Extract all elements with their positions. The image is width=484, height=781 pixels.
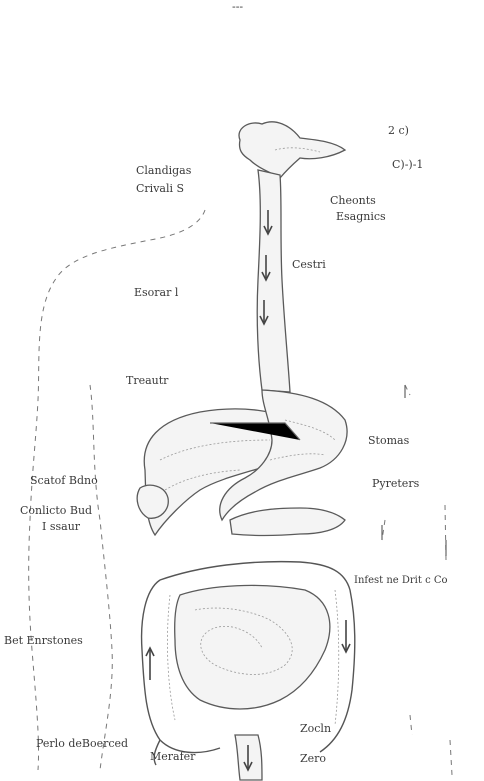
esophagus-label: Esorar l	[134, 286, 179, 299]
glands-label-1: Clandigas	[136, 164, 192, 177]
mouth-cavity	[239, 122, 345, 178]
anus-label: Zero	[300, 752, 326, 765]
appendix-label-2: Merafer	[150, 750, 196, 763]
mouth-label-a: 2 c)	[388, 124, 409, 137]
gallbladder-label: Scatof Bdno	[30, 474, 98, 487]
bile-duct-label-2: I ssaur	[42, 520, 81, 533]
gallbladder	[137, 485, 168, 518]
esophagus-mid-label: Cestri	[292, 258, 326, 271]
right-ticks	[382, 385, 446, 556]
rectum-label: Zocln	[300, 722, 331, 735]
body-outline-inner	[90, 385, 112, 770]
esophagus	[257, 170, 290, 392]
top-mark-label: ---	[232, 0, 243, 13]
esophagus-upper-label-1: Cheonts	[330, 194, 376, 207]
small-intestine	[175, 585, 330, 709]
bile-duct-label-1: Conlicto Bud	[20, 504, 92, 517]
liver-label: Treautr	[126, 374, 169, 387]
large-intestine-label: Bet Enrstones	[4, 634, 83, 647]
glands-label-2: Crivali S	[136, 182, 184, 195]
mouth-label-b: C)-)-1	[392, 158, 423, 171]
pancreas	[230, 508, 345, 536]
appendix-label-1: Perlo deBoerced	[36, 737, 128, 750]
spleen-label: Pyreters	[372, 477, 420, 490]
stomach-label: Stomas	[368, 434, 410, 447]
small-intestine-label: Infest ne Drit c Co	[354, 575, 448, 586]
esophagus-upper-label-2: Esagnics	[336, 210, 386, 223]
